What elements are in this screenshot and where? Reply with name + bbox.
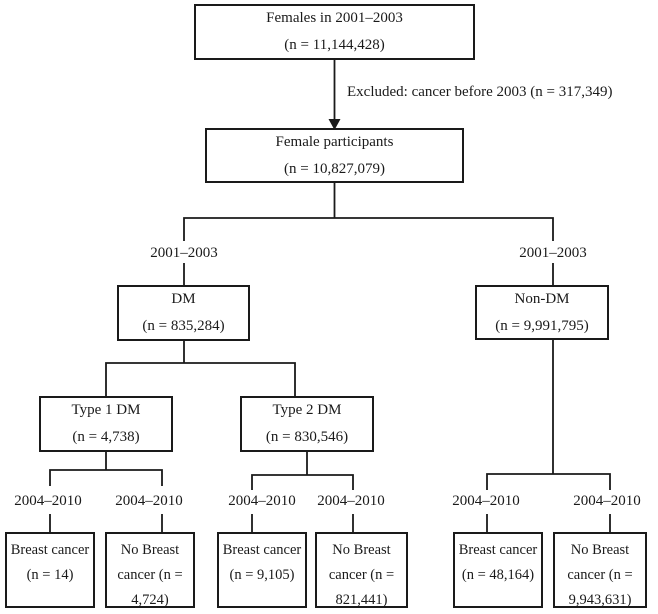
node-text: No Breast: [332, 542, 391, 558]
node-count2: 4,724): [131, 592, 169, 608]
node-count: cancer (n =: [567, 567, 633, 583]
node-text: Type 2 DM: [272, 402, 342, 418]
node-text: Non-DM: [514, 290, 570, 307]
node-text: Breast cancer: [458, 542, 538, 558]
node-text: DM: [171, 291, 196, 307]
node-count2: 9,943,631): [568, 592, 632, 608]
node-female-participants: Female participants (n = 10,827,079): [205, 128, 464, 183]
label-period-2001-2003-right: 2001–2003: [519, 245, 587, 261]
node-no-breast-cancer-nondm: No Breast cancer (n = 9,943,631): [553, 532, 647, 608]
node-females-2001-2003: Females in 2001–2003 (n = 11,144,428): [194, 4, 475, 60]
node-non-dm: Non-DM (n = 9,991,795): [475, 285, 609, 340]
node-breast-cancer-type2: Breast cancer (n = 9,105): [217, 532, 307, 608]
node-count: (n = 14): [26, 567, 74, 583]
node-count: cancer (n =: [328, 567, 395, 583]
label-period-2004-2010-4: 2004–2010: [317, 493, 385, 509]
node-type1-dm: Type 1 DM (n = 4,738): [39, 396, 173, 452]
node-count: (n = 9,991,795): [495, 317, 589, 334]
label-period-2004-2010-6: 2004–2010: [573, 493, 641, 509]
node-text: Breast cancer: [10, 542, 90, 558]
node-count: cancer (n =: [117, 567, 183, 583]
node-text: No Breast: [120, 542, 180, 558]
node-count2: 821,441): [335, 592, 388, 608]
node-text: Type 1 DM: [71, 402, 141, 418]
node-text: Female participants: [275, 133, 394, 150]
label-period-2001-2003-left: 2001–2003: [150, 245, 218, 261]
node-type2-dm: Type 2 DM (n = 830,546): [240, 396, 374, 452]
node-dm: DM (n = 835,284): [117, 285, 250, 341]
label-excluded: Excluded: cancer before 2003 (n = 317,34…: [347, 84, 613, 100]
arrow-down-icon: [328, 119, 341, 130]
node-no-breast-cancer-type2: No Breast cancer (n = 821,441): [315, 532, 408, 608]
node-text: No Breast: [570, 542, 630, 558]
node-count: (n = 11,144,428): [284, 37, 385, 53]
label-period-2004-2010-1: 2004–2010: [14, 493, 82, 509]
label-period-2004-2010-5: 2004–2010: [452, 493, 520, 509]
node-no-breast-cancer-type1: No Breast cancer (n = 4,724): [105, 532, 195, 608]
node-breast-cancer-type1: Breast cancer (n = 14): [5, 532, 95, 608]
node-count: (n = 9,105): [229, 567, 295, 583]
node-count: (n = 10,827,079): [284, 160, 385, 177]
node-count: (n = 835,284): [142, 318, 225, 334]
label-period-2004-2010-3: 2004–2010: [228, 493, 296, 509]
node-count: (n = 48,164): [461, 567, 535, 583]
node-breast-cancer-nondm: Breast cancer (n = 48,164): [453, 532, 543, 608]
node-text: Breast cancer: [222, 542, 302, 558]
label-period-2004-2010-2: 2004–2010: [115, 493, 183, 509]
node-count: (n = 830,546): [265, 429, 349, 445]
node-count: (n = 4,738): [72, 429, 140, 445]
node-text: Females in 2001–2003: [266, 10, 403, 26]
